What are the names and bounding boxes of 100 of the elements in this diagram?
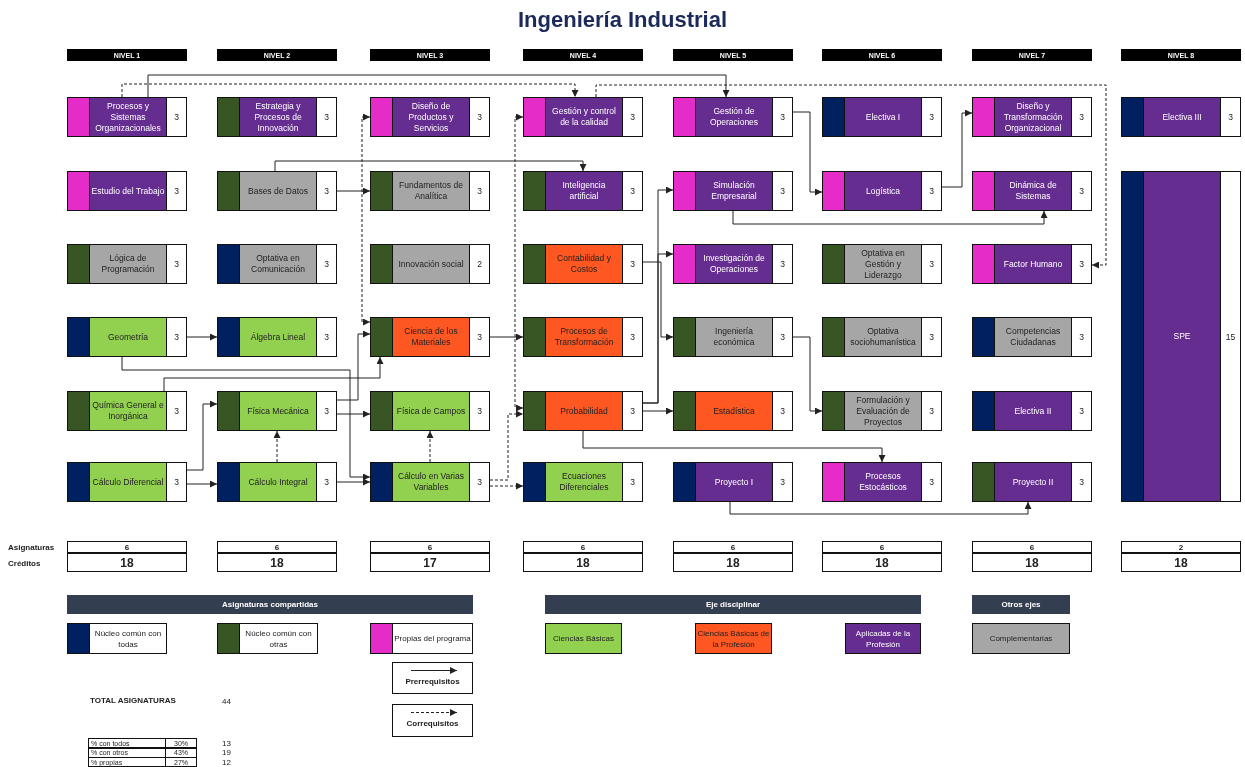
course-box bbox=[972, 317, 1092, 357]
course-name: Álgebra Lineal bbox=[240, 318, 317, 356]
course-name: Ecuaciones Diferenciales bbox=[546, 463, 623, 501]
course-name: Química General e Inorgánica bbox=[90, 392, 167, 430]
course-box bbox=[523, 462, 643, 502]
credit-total: 18 bbox=[673, 553, 793, 572]
course-box bbox=[523, 97, 643, 137]
course-name: Innovación social bbox=[393, 245, 470, 283]
course-box bbox=[1121, 97, 1241, 137]
title: Ingeniería Industrial bbox=[516, 6, 728, 34]
course-box bbox=[217, 171, 337, 211]
dashed-arrow bbox=[426, 430, 434, 463]
arrow bbox=[582, 430, 886, 463]
course-name: Diseño y Transformación Organizacional bbox=[995, 98, 1072, 136]
course-name: Optativa sociohumanística bbox=[845, 318, 922, 356]
credit-value: 3 bbox=[779, 331, 786, 344]
credit-total: 18 bbox=[217, 553, 337, 572]
credit-value: 3 bbox=[1078, 405, 1085, 418]
course-name: Procesos de Transformación bbox=[546, 318, 623, 356]
course-box bbox=[67, 317, 187, 357]
course-name: Proyecto I bbox=[696, 463, 773, 501]
course-name: Gestión de Operaciones bbox=[696, 98, 773, 136]
course-name: Bases de Datos bbox=[240, 172, 317, 210]
credit-value: 3 bbox=[629, 185, 636, 198]
credit-value: 3 bbox=[779, 258, 786, 271]
course-box bbox=[1121, 171, 1241, 502]
dashed-arrow bbox=[273, 430, 281, 463]
course-box bbox=[972, 391, 1092, 431]
course-box bbox=[673, 97, 793, 137]
course-name: Simulación Empresarial bbox=[696, 172, 773, 210]
subject-count: 6 bbox=[523, 541, 643, 553]
arrow bbox=[792, 336, 823, 415]
arrow bbox=[163, 356, 384, 392]
course-box bbox=[822, 317, 942, 357]
count-value: 19 bbox=[221, 747, 232, 758]
course-box bbox=[370, 244, 490, 284]
arrow bbox=[186, 333, 218, 341]
credit-value: 3 bbox=[779, 476, 786, 489]
row-label: Asignaturas bbox=[7, 541, 56, 553]
section-header: Eje disciplinar bbox=[545, 595, 921, 614]
course-box bbox=[822, 244, 942, 284]
course-name: Fundamentos de Analítica bbox=[393, 172, 470, 210]
dashed-arrow bbox=[121, 83, 579, 98]
course-box bbox=[972, 244, 1092, 284]
course-name: Probabilidad bbox=[546, 392, 623, 430]
course-box bbox=[370, 317, 490, 357]
credit-value: 3 bbox=[323, 405, 330, 418]
credit-value: 3 bbox=[476, 111, 483, 124]
course-name: Electiva II bbox=[995, 392, 1072, 430]
course-box bbox=[822, 171, 942, 211]
arrow bbox=[336, 478, 371, 486]
credit-value: 3 bbox=[629, 405, 636, 418]
count-value: 13 bbox=[221, 738, 232, 748]
arrow bbox=[186, 400, 218, 471]
credit-value: 3 bbox=[323, 476, 330, 489]
dashed-arrow bbox=[361, 113, 371, 326]
course-name: Optativa en Comunicación bbox=[240, 245, 317, 283]
course-box bbox=[370, 391, 490, 431]
course-name: Ciencia de los Materiales bbox=[393, 318, 470, 356]
course-box bbox=[217, 391, 337, 431]
course-box bbox=[673, 171, 793, 211]
course-box bbox=[673, 244, 793, 284]
course-box bbox=[673, 317, 793, 357]
dashed-arrow bbox=[514, 113, 524, 412]
course-box bbox=[67, 244, 187, 284]
course-box bbox=[67, 462, 187, 502]
course-name: Diseño de Productos y Servicios bbox=[393, 98, 470, 136]
credit-value: 3 bbox=[1227, 111, 1234, 124]
arrow bbox=[121, 356, 371, 481]
credit-value: 3 bbox=[323, 185, 330, 198]
course-name: Competencias Ciudadanas bbox=[995, 318, 1072, 356]
credit-value: 3 bbox=[629, 258, 636, 271]
course-box bbox=[972, 462, 1092, 502]
credit-value: 3 bbox=[476, 331, 483, 344]
count-value: 12 bbox=[221, 757, 232, 767]
credit-value: 3 bbox=[173, 258, 180, 271]
credit-value: 3 bbox=[629, 331, 636, 344]
total-label: TOTAL ASIGNATURAS bbox=[89, 694, 177, 706]
credit-value: 3 bbox=[928, 405, 935, 418]
credit-value: 3 bbox=[476, 405, 483, 418]
credit-value: 3 bbox=[173, 185, 180, 198]
course-box bbox=[370, 462, 490, 502]
credit-value: 3 bbox=[173, 405, 180, 418]
credit-total: 18 bbox=[972, 553, 1092, 572]
credit-total: 17 bbox=[370, 553, 490, 572]
legend-text: Núcleo común con todas bbox=[93, 627, 163, 651]
course-name: Cálculo en Varias Variables bbox=[393, 463, 470, 501]
row-label: Créditos bbox=[7, 557, 42, 570]
arrow bbox=[489, 333, 524, 341]
subject-count: 2 bbox=[1121, 541, 1241, 553]
course-name: Estadística bbox=[696, 392, 773, 430]
credit-value: 3 bbox=[928, 111, 935, 124]
course-name: Estudio del Trabajo bbox=[90, 172, 167, 210]
arrow bbox=[274, 160, 587, 172]
course-name: Física Mecánica bbox=[240, 392, 317, 430]
credit-value: 3 bbox=[323, 111, 330, 124]
course-name: Electiva I bbox=[845, 98, 922, 136]
credit-value: 15 bbox=[1224, 330, 1237, 344]
subject-count: 6 bbox=[972, 541, 1092, 553]
dashed-arrow bbox=[489, 410, 524, 481]
